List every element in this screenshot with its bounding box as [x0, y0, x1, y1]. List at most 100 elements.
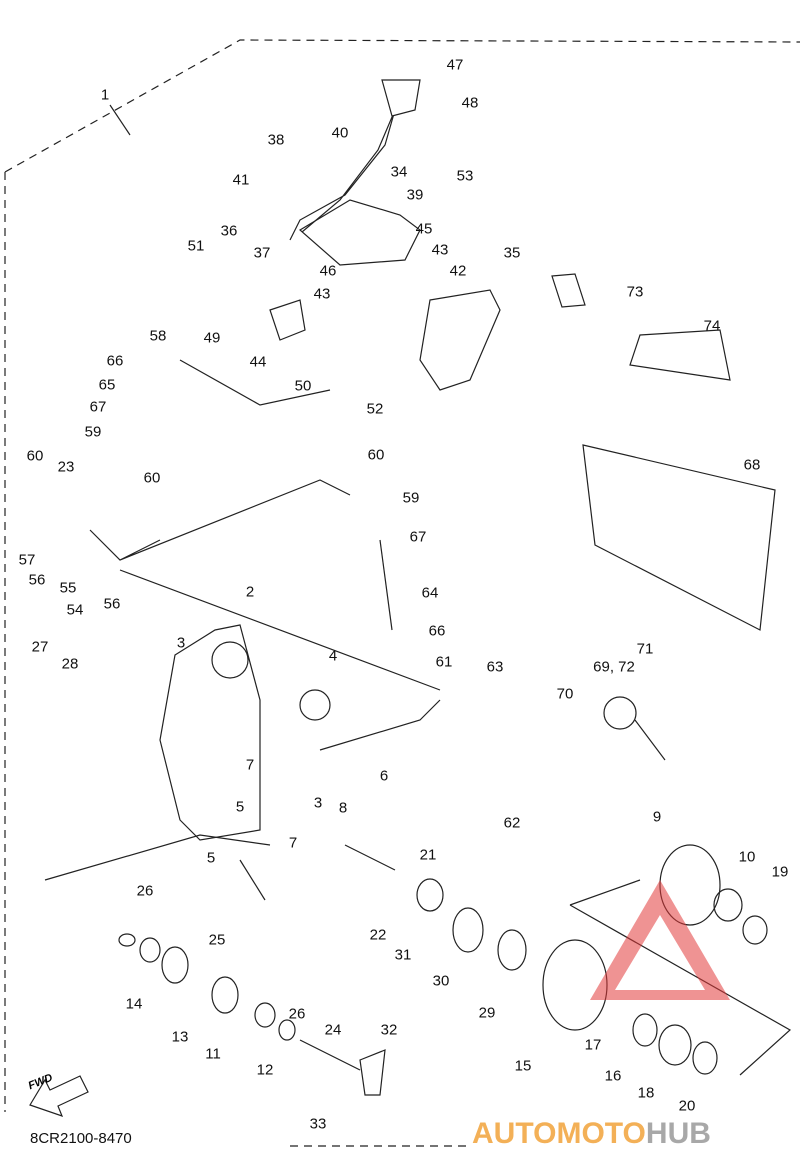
bearing-4	[299, 689, 331, 721]
part-label[interactable]: 39	[406, 186, 424, 204]
part-label[interactable]: 74	[703, 317, 721, 335]
part-label[interactable]: 26	[136, 882, 154, 900]
part-label[interactable]: 60	[26, 447, 44, 465]
part-label[interactable]: 29	[478, 1004, 496, 1022]
part-label[interactable]: 68	[743, 456, 761, 474]
part-label[interactable]: 57	[18, 551, 36, 569]
part-label[interactable]: 44	[249, 353, 267, 371]
shift-knob	[381, 79, 421, 117]
part-label[interactable]: 6	[379, 767, 389, 785]
part-label[interactable]: 30	[432, 972, 450, 990]
part-label[interactable]: 65	[98, 376, 116, 394]
part-label[interactable]: 63	[486, 658, 504, 676]
part-label[interactable]: 8	[338, 799, 348, 817]
part-label[interactable]: 58	[149, 327, 167, 345]
part-label[interactable]: 9	[652, 808, 662, 826]
part-label[interactable]: 14	[125, 995, 143, 1013]
part-label[interactable]: 56	[103, 595, 121, 613]
part-label[interactable]: 66	[106, 352, 124, 370]
part-label[interactable]: 18	[637, 1084, 655, 1102]
part-label[interactable]: 62	[503, 814, 521, 832]
part-label[interactable]: 60	[143, 469, 161, 487]
part-label[interactable]: 56	[28, 571, 46, 589]
part-label[interactable]: 54	[66, 601, 84, 619]
part-label[interactable]: 10	[738, 848, 756, 866]
part-label[interactable]: 50	[294, 377, 312, 395]
part-label[interactable]: 73	[626, 283, 644, 301]
part-label[interactable]: 67	[409, 528, 427, 546]
part-31	[416, 878, 444, 912]
part-label[interactable]: 32	[380, 1021, 398, 1039]
part-label[interactable]: 1	[100, 86, 110, 104]
part-label[interactable]: 15	[514, 1057, 532, 1075]
part-label[interactable]: 70	[556, 685, 574, 703]
washer-26b	[278, 1019, 296, 1041]
diagram-code: 8CR2100-8470	[30, 1130, 132, 1147]
part-label[interactable]: 46	[319, 262, 337, 280]
part-label[interactable]: 41	[232, 171, 250, 189]
part-label[interactable]: 16	[604, 1067, 622, 1085]
part-label[interactable]: 34	[390, 163, 408, 181]
part-label[interactable]: 64	[421, 584, 439, 602]
part-label[interactable]: 47	[446, 56, 464, 74]
part-label[interactable]: 5	[206, 849, 216, 867]
part-label[interactable]: 7	[288, 834, 298, 852]
part-label[interactable]: 17	[584, 1036, 602, 1054]
part-label[interactable]: 55	[59, 579, 77, 597]
part-label[interactable]: 2	[245, 583, 255, 601]
part-label[interactable]: 66	[428, 622, 446, 640]
fwd-arrow	[29, 1075, 89, 1117]
part-label[interactable]: 12	[256, 1061, 274, 1079]
part-label[interactable]: 40	[331, 124, 349, 142]
part-label[interactable]: 37	[253, 244, 271, 262]
part-label[interactable]: 38	[267, 131, 285, 149]
part-label[interactable]: 21	[419, 846, 437, 864]
bearing-12	[254, 1002, 276, 1028]
part-label[interactable]: 43	[431, 241, 449, 259]
part-label[interactable]: 52	[366, 400, 384, 418]
part-label[interactable]: 7	[245, 756, 255, 774]
part-label[interactable]: 13	[171, 1028, 189, 1046]
part-label[interactable]: 45	[415, 220, 433, 238]
lead-wire	[634, 719, 666, 761]
part-label[interactable]: 28	[61, 655, 79, 673]
part-label[interactable]: 24	[324, 1021, 342, 1039]
control-box-lines	[89, 479, 441, 691]
part-label[interactable]: 5	[235, 798, 245, 816]
part-label[interactable]: 67	[89, 398, 107, 416]
part-label[interactable]: 59	[84, 423, 102, 441]
circlip-18	[658, 1024, 692, 1066]
part-label[interactable]: 23	[57, 458, 75, 476]
part-label[interactable]: 53	[456, 167, 474, 185]
part-label[interactable]: 3	[176, 634, 186, 652]
part-label[interactable]: 36	[220, 222, 238, 240]
part-label[interactable]: 61	[435, 653, 453, 671]
part-label[interactable]: 4	[328, 647, 338, 665]
assembly-boundary	[4, 39, 800, 1147]
part-label[interactable]: 60	[367, 446, 385, 464]
part-label[interactable]: 3	[313, 794, 323, 812]
switch-69	[603, 696, 637, 730]
part-label[interactable]: 11	[205, 1045, 221, 1063]
part-label[interactable]: 33	[309, 1115, 327, 1133]
part-label[interactable]: 31	[394, 946, 412, 964]
part-label[interactable]: 25	[208, 931, 226, 949]
part-16	[632, 1013, 658, 1047]
part-label[interactable]: 51	[187, 237, 205, 255]
part-label[interactable]: 43	[313, 285, 331, 303]
part-label[interactable]: 59	[402, 489, 420, 507]
part-label[interactable]: 48	[461, 94, 479, 112]
part-label[interactable]: 27	[31, 638, 49, 656]
part-label[interactable]: 26	[288, 1005, 306, 1023]
seal-19	[742, 915, 768, 945]
watermark-part2: HUB	[645, 1117, 711, 1150]
part-label[interactable]: 35	[503, 244, 521, 262]
part-label[interactable]: 49	[203, 329, 221, 347]
part-label[interactable]: 22	[369, 926, 387, 944]
part-label[interactable]: 42	[449, 262, 467, 280]
part-label[interactable]: 69, 72	[593, 658, 635, 676]
part-label[interactable]: 71	[636, 640, 654, 658]
part-label[interactable]: 20	[678, 1097, 696, 1115]
part-label[interactable]: 19	[771, 863, 789, 881]
